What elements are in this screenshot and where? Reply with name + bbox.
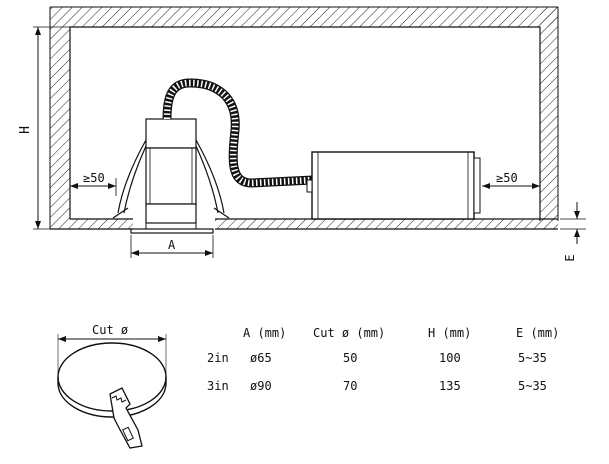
dimension-e: E xyxy=(560,202,586,262)
cut-hole-illustration: Cut ø xyxy=(57,323,167,449)
dim-a-label: A xyxy=(168,238,176,252)
ceiling-cavity xyxy=(49,6,559,230)
top-wall-hatch xyxy=(70,7,558,27)
table-cell: 50 xyxy=(343,351,357,365)
right-clearance-label: ≥50 xyxy=(496,171,518,185)
saw-icon xyxy=(109,387,143,449)
table-cell: 5~35 xyxy=(518,379,547,393)
table-cell: ø90 xyxy=(250,379,272,393)
table-header-h: H (mm) xyxy=(428,326,471,340)
dim-e-label: E xyxy=(563,254,577,261)
table-row-label: 3in xyxy=(207,379,229,393)
table-row-label: 2in xyxy=(207,351,229,365)
table-header-cut: Cut ø (mm) xyxy=(313,326,385,340)
table-header-e: E (mm) xyxy=(516,326,559,340)
right-wall-hatch xyxy=(540,7,558,221)
table-cell: ø65 xyxy=(250,351,272,365)
spec-table: A (mm) Cut ø (mm) H (mm) E (mm) 2in ø65 … xyxy=(207,326,559,393)
ceiling-board-left-hatch xyxy=(70,219,133,229)
table-cell: 135 xyxy=(439,379,461,393)
flex-conduit xyxy=(162,78,314,188)
ceiling-board-right-hatch xyxy=(215,219,558,229)
dimension-h: H xyxy=(18,26,70,230)
table-cell: 100 xyxy=(439,351,461,365)
cut-diameter-label: Cut ø xyxy=(92,323,128,337)
driver-box xyxy=(306,151,481,220)
table-cell: 70 xyxy=(343,379,357,393)
dimension-right-clearance: ≥50 xyxy=(482,171,540,189)
left-clearance-label: ≥50 xyxy=(83,171,105,185)
downlight-fixture xyxy=(112,118,230,234)
dimension-left-clearance: ≥50 xyxy=(70,171,117,196)
left-wall-hatch xyxy=(50,7,70,229)
table-cell: 5~35 xyxy=(518,351,547,365)
table-header-a: A (mm) xyxy=(243,326,286,340)
dimension-a: A xyxy=(130,235,214,258)
dim-h-label: H xyxy=(18,126,33,134)
